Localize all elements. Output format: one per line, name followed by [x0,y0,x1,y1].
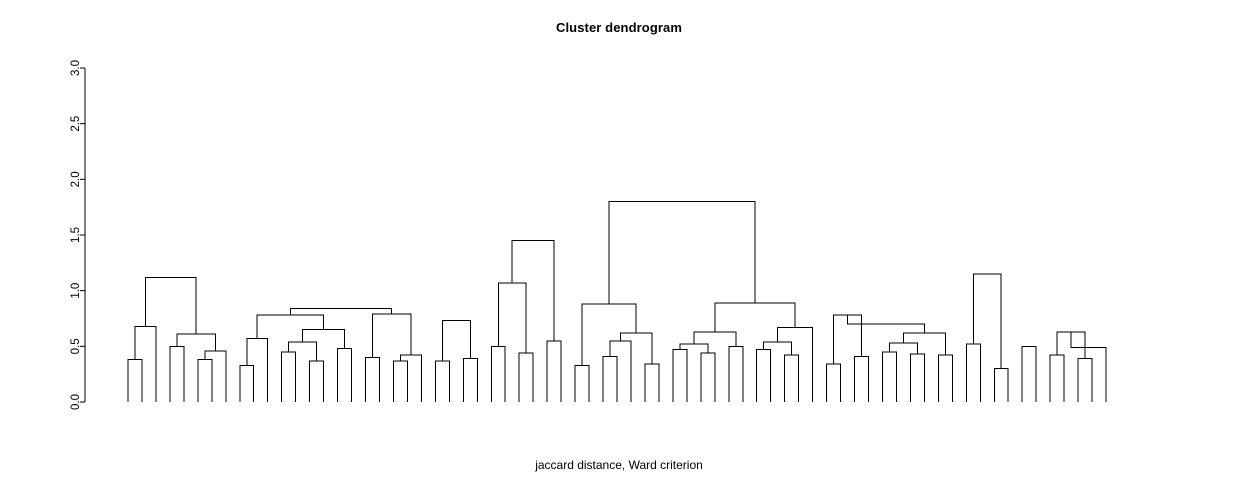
dendrogram-branch [127,359,143,402]
dendrogram-branch [169,345,185,402]
dendrogram-branch [518,352,534,402]
dendrogram-branch [204,350,227,402]
dendrogram-branch [302,329,346,349]
dendrogram-branch [176,333,216,351]
dendrogram-branch [288,341,318,361]
dendrogram-branch [392,360,408,402]
dendrogram-branch [144,276,197,335]
y-tick-label: 2.0 [70,171,82,187]
dendrogram-branch [462,358,478,402]
dendrogram-branch [256,314,325,339]
dendrogram-branch [965,343,981,402]
dendrogram-branch [826,363,842,402]
dendrogram-branch [763,341,793,356]
dendrogram-branch [197,359,213,402]
dendrogram-branch [289,307,393,316]
dendrogram-branch [888,342,918,355]
y-tick-label: 0.5 [70,338,82,354]
dendrogram-branch [581,303,637,366]
dendrogram-branch [909,353,925,402]
dendrogram-branch [620,332,653,365]
dendrogram-branch [602,355,618,402]
dendrogram-branch [777,326,814,402]
dendrogram-branch [972,273,1002,369]
dendrogram-branch [434,360,450,402]
dendrogram-branch [672,349,688,402]
dendrogram-branch [546,340,562,402]
page-title: Cluster dendrogram [555,20,683,35]
y-tick-label: 2.5 [70,116,82,132]
dendrogram-branch [902,332,946,356]
dendrogram-branch [700,352,716,402]
x-axis-label: jaccard distance, Ward criterion [535,458,703,472]
dendrogram-branch [756,349,772,402]
dendrogram-branch [609,340,632,402]
dendrogram-tree [127,201,1107,402]
y-tick-label: 1.0 [70,283,82,299]
dendrogram-branch [574,364,590,402]
dendrogram-branch [399,354,422,402]
y-axis: 0.0 0.5 1.0 1.5 2.0 2.5 3.0 [70,60,86,410]
dendrogram-branch [881,351,897,402]
dendrogram-branch [854,355,870,402]
dendrogram-branch [679,343,709,354]
dendrogram-branch [490,345,506,402]
dendrogram-branch [644,363,660,402]
dendrogram-branch [239,364,255,402]
dendrogram-branch [497,282,527,354]
dendrogram-branch [441,320,471,361]
dendrogram-branch [1070,331,1107,402]
dendrogram-branch [511,240,555,341]
dendrogram-branch [1049,354,1065,402]
dendrogram-branch [993,368,1009,402]
dendrogram-branch [608,201,756,305]
dendrogram-branch [784,354,800,402]
dendrogram-branch [937,354,953,402]
dendrogram-branch [1077,358,1093,402]
dendrogram-branch [246,338,269,402]
dendrogram-branch [365,356,380,402]
y-tick-label: 3.0 [70,60,82,76]
dendrogram-branch [337,348,353,402]
y-tick-label: 1.5 [70,227,82,243]
dendrogram-branch [281,351,297,402]
y-tick-label: 0.0 [70,394,82,410]
dendrogram-branch [309,360,325,402]
dendrogram-branch [372,313,412,358]
dendrogram-branch [1021,345,1037,402]
dendrogram-branch [728,345,744,402]
dendrogram-branch [134,325,157,402]
dendrogram-branch [847,315,925,333]
